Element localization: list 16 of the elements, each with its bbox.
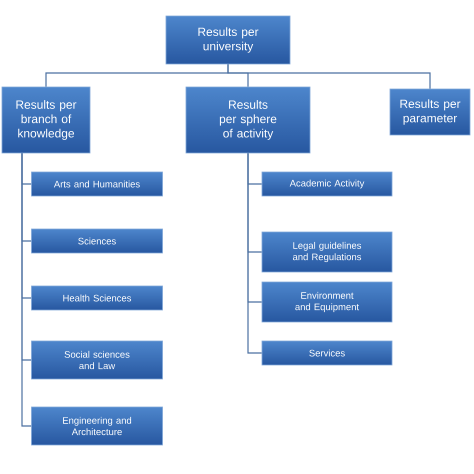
connector-line: [21, 153, 32, 427]
subcategory-box: Environment and Equipment: [262, 282, 392, 322]
category-box: Results per university: [166, 16, 290, 64]
subcategory-box: Engineering and Architecture: [31, 406, 163, 446]
category-box: Results per sphere of activity: [186, 86, 310, 154]
connector-line: [227, 64, 431, 89]
category-box: Results per parameter: [390, 88, 470, 136]
subcategory-box: Arts and Humanities: [31, 172, 163, 196]
category-box: Results per branch of knowledge: [2, 86, 90, 154]
connector-line: [247, 153, 262, 354]
subcategory-box: Academic Activity: [262, 172, 392, 196]
subcategory-box: Services: [262, 340, 392, 366]
subcategory-box: Social sciences and Law: [31, 340, 163, 380]
subcategory-box: Legal guidelines and Regulations: [262, 232, 392, 272]
subcategory-box: Health Sciences: [31, 286, 163, 310]
subcategory-box: Sciences: [31, 228, 163, 254]
